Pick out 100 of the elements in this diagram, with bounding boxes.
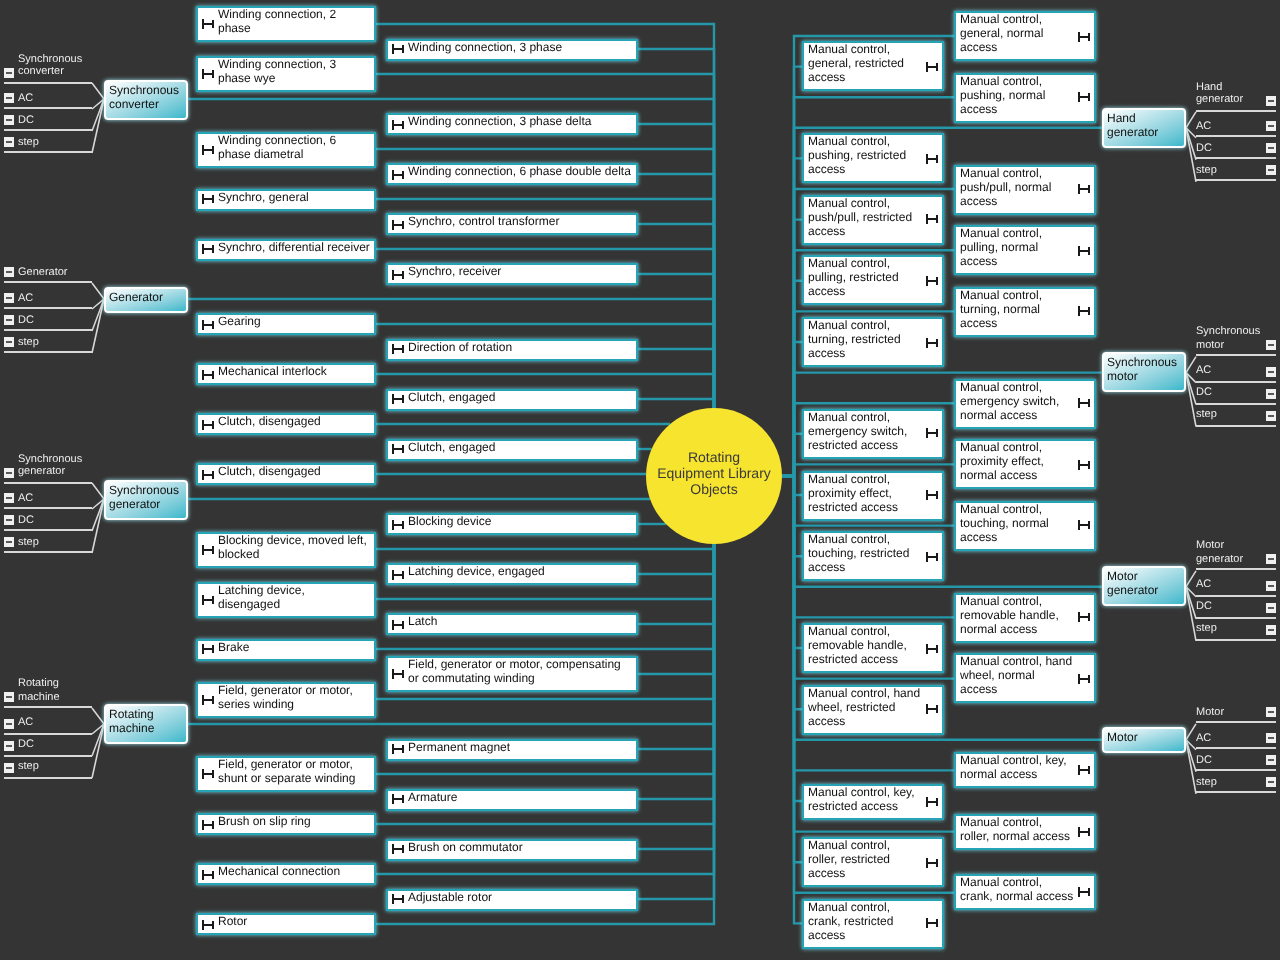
underlined-label bbox=[1196, 409, 1276, 427]
topic-box bbox=[802, 317, 944, 367]
topic-box bbox=[802, 133, 944, 184]
connector-line bbox=[1185, 723, 1197, 741]
underlined-label bbox=[4, 678, 92, 708]
topic-box bbox=[196, 238, 376, 260]
underlined-label bbox=[1196, 540, 1276, 571]
underlined-label bbox=[1196, 142, 1276, 160]
connector-line bbox=[1185, 371, 1197, 406]
underlined-label bbox=[4, 292, 92, 309]
topic-box bbox=[954, 11, 1096, 61]
topic-box bbox=[386, 563, 638, 585]
underlined-label bbox=[4, 717, 92, 734]
underlined-label bbox=[4, 761, 92, 778]
connector-line bbox=[91, 98, 105, 110]
connector-line bbox=[1185, 111, 1197, 129]
topic-box bbox=[802, 255, 944, 306]
connector-line bbox=[91, 723, 105, 735]
underlined-label bbox=[4, 266, 92, 283]
underlined-label bbox=[1196, 732, 1276, 750]
topic-box bbox=[954, 813, 1096, 850]
connector-line bbox=[91, 498, 105, 554]
topic-box bbox=[802, 623, 944, 673]
underlined-label bbox=[1196, 776, 1276, 794]
connector-line bbox=[91, 98, 105, 154]
underlined-label bbox=[4, 492, 92, 509]
topic-box bbox=[196, 913, 376, 935]
underlined-label bbox=[1196, 81, 1276, 112]
topic-box bbox=[954, 225, 1096, 276]
connector-line bbox=[376, 422, 671, 426]
topic-box bbox=[802, 470, 944, 520]
connector-line bbox=[91, 298, 105, 354]
topic-box bbox=[196, 6, 376, 42]
topic-box bbox=[196, 131, 376, 167]
topic-box bbox=[954, 653, 1096, 704]
topic-box bbox=[196, 531, 376, 567]
topic-box bbox=[196, 413, 376, 435]
connector-line bbox=[91, 498, 105, 532]
topic-box bbox=[802, 531, 944, 582]
connector-line bbox=[91, 282, 105, 300]
topic-box bbox=[196, 463, 376, 485]
topic-box bbox=[196, 638, 376, 660]
underlined-label bbox=[4, 53, 92, 83]
connector-line bbox=[91, 482, 105, 500]
topic-box bbox=[386, 888, 638, 910]
topic-box bbox=[386, 38, 638, 60]
topic-box bbox=[196, 681, 376, 717]
underlined-label bbox=[1196, 706, 1276, 724]
connector-line bbox=[782, 474, 1102, 741]
topic-box bbox=[954, 72, 1096, 123]
connector-line bbox=[91, 98, 105, 132]
connector-line bbox=[1185, 586, 1197, 620]
topic-box bbox=[802, 41, 944, 92]
topic-box bbox=[386, 263, 638, 285]
underlined-label bbox=[1196, 623, 1276, 641]
connector-line bbox=[91, 707, 105, 725]
connector-line bbox=[376, 544, 716, 551]
topic-box bbox=[954, 752, 1096, 789]
connector-line bbox=[638, 397, 716, 408]
underlined-label bbox=[1196, 120, 1276, 138]
connector-line bbox=[638, 522, 666, 526]
topic-box bbox=[802, 783, 944, 819]
topic-box bbox=[802, 684, 944, 735]
topic-box bbox=[386, 438, 638, 460]
topic-box bbox=[954, 500, 1096, 551]
topic-box bbox=[386, 388, 638, 410]
underlined-label bbox=[1196, 326, 1276, 357]
topic-box bbox=[954, 439, 1096, 490]
topic-box bbox=[802, 837, 944, 888]
connector-line bbox=[91, 298, 105, 332]
underlined-label bbox=[4, 453, 92, 483]
underlined-label bbox=[4, 536, 92, 553]
underlined-label bbox=[1196, 754, 1276, 772]
connector-line bbox=[91, 498, 105, 510]
topic-box bbox=[386, 656, 638, 692]
connector-line bbox=[1185, 739, 1197, 773]
topic-box bbox=[386, 163, 638, 185]
topic-box bbox=[196, 813, 376, 835]
topic-box bbox=[954, 286, 1096, 337]
connector-line bbox=[1185, 127, 1197, 161]
topic-box bbox=[386, 838, 638, 860]
connector-line bbox=[91, 298, 105, 310]
connector-line bbox=[188, 497, 650, 501]
topic-box bbox=[386, 788, 638, 810]
underlined-label bbox=[1196, 579, 1276, 597]
connector-line bbox=[1185, 355, 1197, 374]
underlined-label bbox=[4, 336, 92, 353]
topic-box bbox=[196, 581, 376, 617]
underlined-label bbox=[4, 514, 92, 531]
topic-box bbox=[802, 408, 944, 459]
underlined-label bbox=[4, 114, 92, 131]
connector-line bbox=[1185, 739, 1197, 795]
topic-box bbox=[386, 113, 638, 135]
connector-line bbox=[91, 82, 105, 100]
topic-box bbox=[196, 756, 376, 792]
topic-box bbox=[954, 378, 1096, 429]
underlined-label bbox=[1196, 365, 1276, 383]
topic-box bbox=[954, 164, 1096, 214]
topic-box bbox=[802, 194, 944, 245]
underlined-label bbox=[4, 92, 92, 109]
